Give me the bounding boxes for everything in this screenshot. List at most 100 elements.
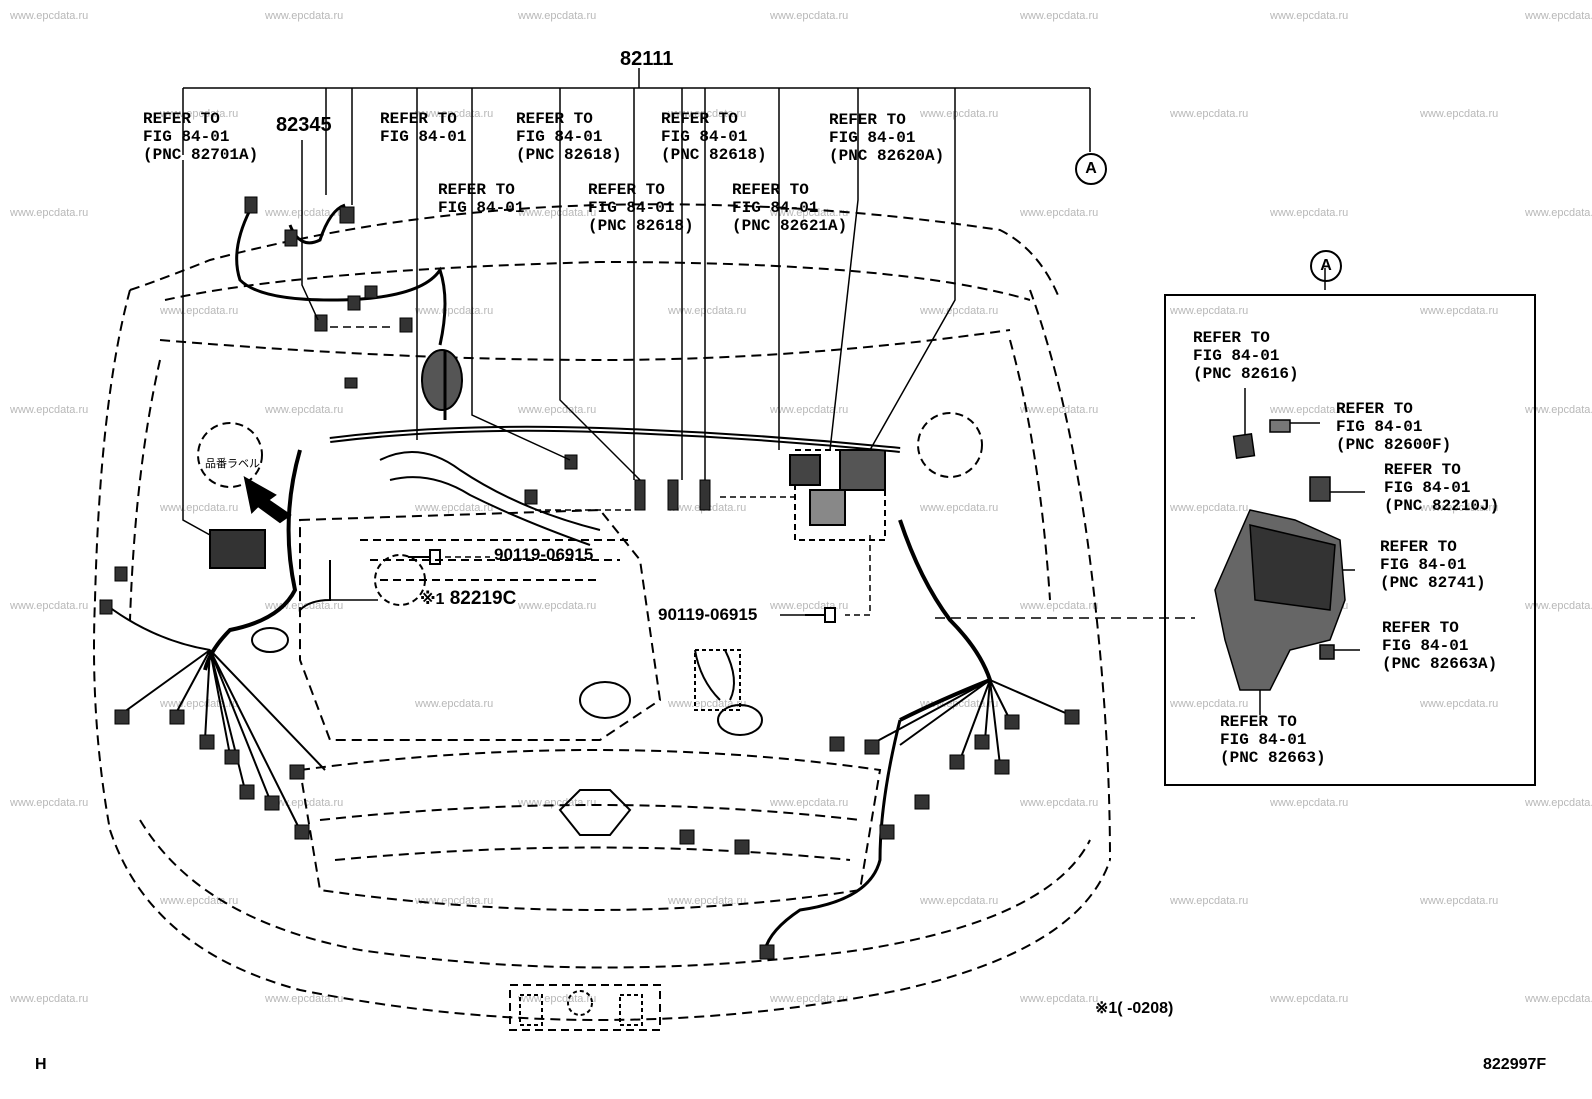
watermark-text: www.epcdata.ru: [1170, 698, 1249, 710]
inset-refer-82741[interactable]: REFER TO FIG 84-01 (PNC 82741): [1380, 538, 1486, 592]
grommet: [421, 349, 463, 411]
refer-label-fig84-a[interactable]: REFER TO FIG 84-01: [380, 110, 467, 146]
watermark-text: www.epcdata.ru: [1525, 600, 1592, 612]
right-fender-inner: [1009, 339, 1051, 601]
right-harness-fanout: [763, 679, 1071, 951]
watermark-text: www.epcdata.ru: [920, 502, 999, 514]
inset-refer-82210j[interactable]: REFER TO FIG 84-01 (PNC 82210J): [1384, 461, 1500, 515]
watermark-text: www.epcdata.ru: [10, 404, 89, 416]
watermark-text: www.epcdata.ru: [415, 305, 494, 317]
watermark-text: www.epcdata.ru: [1525, 207, 1592, 219]
watermark-text: www.epcdata.ru: [10, 600, 89, 612]
watermark-text: www.epcdata.ru: [10, 993, 89, 1005]
watermark-text: www.epcdata.ru: [415, 698, 494, 710]
watermark-text: www.epcdata.ru: [1525, 993, 1592, 1005]
bumper: [109, 829, 1111, 1021]
watermark-text: www.epcdata.ru: [1420, 895, 1499, 907]
callout-a-inset[interactable]: A: [1310, 250, 1342, 282]
watermark-text: www.epcdata.ru: [668, 895, 747, 907]
part-82219c-label: 82219C: [449, 588, 517, 609]
watermark-text: www.epcdata.ru: [265, 404, 344, 416]
watermark-text: www.epcdata.ru: [518, 404, 597, 416]
refer-label-82618-b[interactable]: REFER TO FIG 84-01 (PNC 82618): [588, 181, 694, 235]
watermark-text: www.epcdata.ru: [1525, 404, 1592, 416]
watermark-text: www.epcdata.ru: [920, 305, 999, 317]
watermark-text: www.epcdata.ru: [770, 404, 849, 416]
part-number-82111[interactable]: 82111: [620, 48, 674, 70]
watermark-text: www.epcdata.ru: [1420, 502, 1499, 514]
watermark-text: www.epcdata.ru: [1270, 10, 1349, 22]
bolt-part-number-2[interactable]: 90119-06915: [658, 605, 758, 624]
watermark-text: www.epcdata.ru: [160, 502, 239, 514]
watermark-text: www.epcdata.ru: [668, 305, 747, 317]
inset-fuse-box: [1214, 419, 1346, 691]
watermark-text: www.epcdata.ru: [1170, 305, 1249, 317]
watermark-text: www.epcdata.ru: [518, 600, 597, 612]
cowl-line: [159, 329, 1011, 362]
watermark-text: www.epcdata.ru: [1420, 108, 1499, 120]
hood-outline: [129, 203, 1061, 301]
watermark-text: www.epcdata.ru: [518, 207, 597, 219]
engine-block: [299, 508, 662, 741]
watermark-text: www.epcdata.ru: [1020, 10, 1099, 22]
watermark-text: www.epcdata.ru: [1525, 797, 1592, 809]
watermark-text: www.epcdata.ru: [10, 207, 89, 219]
watermark-text: www.epcdata.ru: [1270, 207, 1349, 219]
bumper-inner: [139, 819, 1091, 969]
part-number-82219c[interactable]: ※1 82219C: [420, 588, 516, 610]
refer-label-82620a[interactable]: REFER TO FIG 84-01 (PNC 82620A): [829, 111, 945, 165]
left-fender-inner: [129, 359, 161, 621]
watermark-text: www.epcdata.ru: [1170, 895, 1249, 907]
watermark-text: www.epcdata.ru: [920, 108, 999, 120]
callout-a-main[interactable]: A: [1075, 153, 1107, 185]
refer-label-82618-a[interactable]: REFER TO FIG 84-01 (PNC 82618): [516, 110, 622, 164]
watermark-text: www.epcdata.ru: [1020, 207, 1099, 219]
watermark-text: www.epcdata.ru: [160, 305, 239, 317]
grille: [298, 749, 882, 911]
note-mark: ※1: [420, 591, 445, 608]
inset-refer-82663[interactable]: REFER TO FIG 84-01 (PNC 82663): [1220, 713, 1326, 767]
watermark-text: www.epcdata.ru: [770, 797, 849, 809]
watermark-text: www.epcdata.ru: [668, 108, 747, 120]
inset-refer-82600f[interactable]: REFER TO FIG 84-01 (PNC 82600F): [1336, 400, 1452, 454]
watermark-text: www.epcdata.ru: [415, 108, 494, 120]
intake-pipe: [379, 451, 601, 531]
watermark-text: www.epcdata.ru: [265, 993, 344, 1005]
watermark-text: www.epcdata.ru: [770, 10, 849, 22]
part-label-tag: 品番ラベル: [205, 458, 260, 470]
refer-label-82618-c[interactable]: REFER TO FIG 84-01 (PNC 82618): [661, 110, 767, 164]
part-number-82345[interactable]: 82345: [276, 114, 332, 136]
corner-marker: H: [35, 1056, 47, 1073]
watermark-text: www.epcdata.ru: [1420, 305, 1499, 317]
watermark-text: www.epcdata.ru: [415, 502, 494, 514]
watermark-text: www.epcdata.ru: [1020, 404, 1099, 416]
footnote-date-range: ※1( -0208): [1095, 1000, 1174, 1017]
license-plate: [509, 984, 661, 1031]
watermark-text: www.epcdata.ru: [415, 895, 494, 907]
inset-refer-82663a[interactable]: REFER TO FIG 84-01 (PNC 82663A): [1382, 619, 1498, 673]
refer-label-fig84-b[interactable]: REFER TO FIG 84-01: [438, 181, 525, 217]
bolt-part-number-1[interactable]: 90119-06915: [494, 545, 594, 564]
inset-refer-82616[interactable]: REFER TO FIG 84-01 (PNC 82616): [1193, 329, 1299, 383]
refer-label-82701a[interactable]: REFER TO FIG 84-01 (PNC 82701A): [143, 110, 259, 164]
refer-label-82621a[interactable]: REFER TO FIG 84-01 (PNC 82621A): [732, 181, 848, 235]
watermark-text: www.epcdata.ru: [10, 10, 89, 22]
watermark-text: www.epcdata.ru: [1020, 600, 1099, 612]
ecu: [209, 529, 266, 569]
watermark-text: www.epcdata.ru: [1270, 404, 1349, 416]
watermark-text: www.epcdata.ru: [1420, 698, 1499, 710]
watermark-text: www.epcdata.ru: [518, 10, 597, 22]
watermark-text: www.epcdata.ru: [1020, 797, 1099, 809]
left-fender: [93, 289, 131, 831]
watermark-text: www.epcdata.ru: [1270, 993, 1349, 1005]
watermark-text: www.epcdata.ru: [160, 108, 239, 120]
right-fender: [1029, 289, 1111, 861]
watermark-text: www.epcdata.ru: [10, 797, 89, 809]
watermark-text: www.epcdata.ru: [1170, 502, 1249, 514]
watermark-text: www.epcdata.ru: [1525, 10, 1592, 22]
figure-id: 822997F: [1483, 1056, 1547, 1073]
watermark-text: www.epcdata.ru: [1170, 108, 1249, 120]
watermark-text: www.epcdata.ru: [265, 10, 344, 22]
